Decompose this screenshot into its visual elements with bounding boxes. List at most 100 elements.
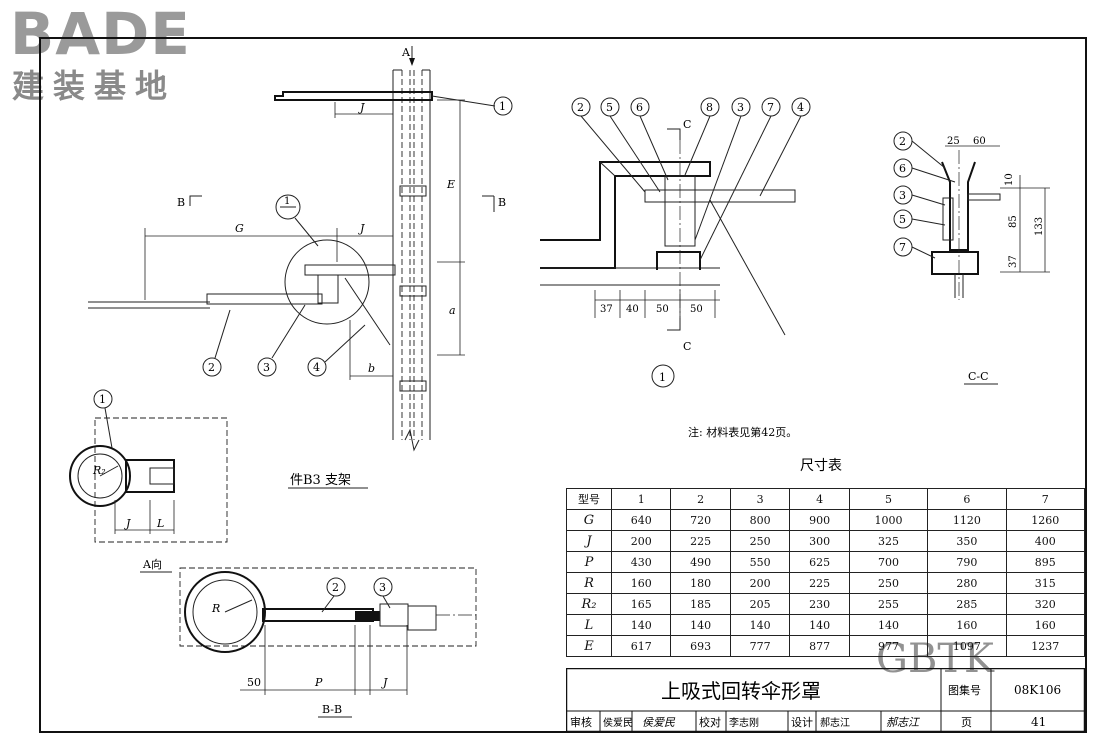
callout-7-detail: 7 xyxy=(767,101,774,114)
table-cell: 225 xyxy=(670,530,731,552)
detail-dim-40: 40 xyxy=(626,304,639,315)
detail-dim-50a: 50 xyxy=(656,304,669,315)
table-cell: 900 xyxy=(789,509,850,531)
dim-r-section-b: R xyxy=(211,602,220,615)
table-cell: 255 xyxy=(848,593,929,615)
callout-7-cc: 7 xyxy=(899,241,906,254)
col-header: 1 xyxy=(610,488,672,510)
callout-6-cc: 6 xyxy=(899,162,906,175)
col-header: 6 xyxy=(927,488,1007,510)
cut-label-c-bottom: C xyxy=(683,340,691,353)
table-header-row: 型号 1 2 3 4 5 6 7 xyxy=(566,488,1086,510)
page-label: 页 xyxy=(961,716,972,729)
main-elevation: A J E a B B G J b xyxy=(88,46,513,452)
reviewer-signature: 侯爱民 xyxy=(642,716,676,729)
table-cell: 250 xyxy=(729,530,791,552)
callout-1-view-a: 1 xyxy=(99,393,106,406)
table-cell: 180 xyxy=(670,572,731,594)
table-cell: 325 xyxy=(848,530,929,552)
callout-8-detail: 8 xyxy=(706,101,713,114)
section-b: R 2 3 50 P J B-B xyxy=(179,567,477,718)
table-cell: 800 xyxy=(729,509,791,531)
dim-b: b xyxy=(368,362,375,375)
section-c-label: C-C xyxy=(968,370,989,383)
table-cell: 490 xyxy=(670,551,731,573)
callout-2-main: 2 xyxy=(208,361,215,374)
table-cell: 720 xyxy=(670,509,731,531)
row-label: E xyxy=(566,635,612,657)
dim-p: P xyxy=(314,676,323,689)
table-cell: 315 xyxy=(1005,572,1086,594)
drawing-title: 上吸式回转伞形罩 xyxy=(661,679,821,703)
atlas-label: 图集号 xyxy=(948,683,981,697)
dim-j-section-b: J xyxy=(381,676,388,689)
col-header: 7 xyxy=(1005,488,1086,510)
detail-dim-37: 37 xyxy=(600,304,613,315)
designer: 郝志江 xyxy=(820,716,850,729)
table-cell: 230 xyxy=(789,593,850,615)
table-header-label: 型号 xyxy=(566,488,612,510)
cc-dim-133: 133 xyxy=(1034,217,1045,236)
cc-dim-37: 37 xyxy=(1008,255,1019,268)
table-cell: 160 xyxy=(927,614,1007,636)
table-cell: 693 xyxy=(670,635,731,657)
table-cell: 430 xyxy=(610,551,672,573)
dim-r2-view-a: R₂ xyxy=(92,464,106,477)
dim-g: G xyxy=(235,222,244,235)
dim-j-view-a: J xyxy=(124,517,131,530)
col-header: 4 xyxy=(789,488,850,510)
callout-3-main: 3 xyxy=(263,361,270,374)
row-label: R xyxy=(566,572,612,594)
callout-2-detail: 2 xyxy=(577,101,584,114)
section-c: 25 60 10 85 133 37 2 6 3 5 7 C-C xyxy=(893,131,1050,385)
cut-label-b-left: B xyxy=(177,196,185,209)
table-cell: 200 xyxy=(729,572,791,594)
atlas-number: 08K106 xyxy=(1014,683,1061,697)
designer-signature: 郝志江 xyxy=(886,716,920,729)
view-a: R₂ 1 J L A向 xyxy=(69,389,228,573)
callout-2-section-b: 2 xyxy=(332,581,339,594)
table-cell: 160 xyxy=(610,572,672,594)
callout-2-cc: 2 xyxy=(899,135,906,148)
checker: 李志刚 xyxy=(729,716,759,729)
table-cell: 140 xyxy=(848,614,929,636)
page-number: 41 xyxy=(1031,715,1046,729)
cut-label-c-top: C xyxy=(683,118,691,131)
callout-4-main: 4 xyxy=(313,361,320,374)
detail-callouts: 2 5 6 8 3 7 4 xyxy=(571,97,811,261)
cut-label-b-right: B xyxy=(498,196,506,209)
row-label: R₂ xyxy=(566,593,612,615)
table-cell: 550 xyxy=(729,551,791,573)
row-label: L xyxy=(566,614,612,636)
table-cell: 165 xyxy=(610,593,672,615)
table-cell: 700 xyxy=(848,551,929,573)
check-label: 校对 xyxy=(699,715,721,729)
table-cell: 250 xyxy=(848,572,929,594)
dim-l-view-a: L xyxy=(156,517,164,530)
table-cell: 140 xyxy=(789,614,850,636)
review-label: 审核 xyxy=(570,715,592,729)
detail-dim-50b: 50 xyxy=(690,304,703,315)
part-label: 件B3 支架 xyxy=(290,473,351,488)
dim-j-mid: J xyxy=(358,222,365,235)
table-cell: 300 xyxy=(789,530,850,552)
title-block: 上吸式回转伞形罩 图集号 08K106 审核 侯爱民 侯爱民 校对 李志刚 设计… xyxy=(566,668,1085,732)
dim-e: E xyxy=(446,178,455,191)
callout-1-main: 1 xyxy=(499,100,506,113)
cc-dim-85: 85 xyxy=(1008,215,1019,228)
dim-a: a xyxy=(449,304,456,317)
table-cell: 200 xyxy=(610,530,672,552)
table-cell: 617 xyxy=(610,635,672,657)
table-cell: 1000 xyxy=(848,509,929,531)
cc-dim-10: 10 xyxy=(1004,173,1015,186)
table-cell: 790 xyxy=(927,551,1007,573)
callout-3-detail: 3 xyxy=(737,101,744,114)
